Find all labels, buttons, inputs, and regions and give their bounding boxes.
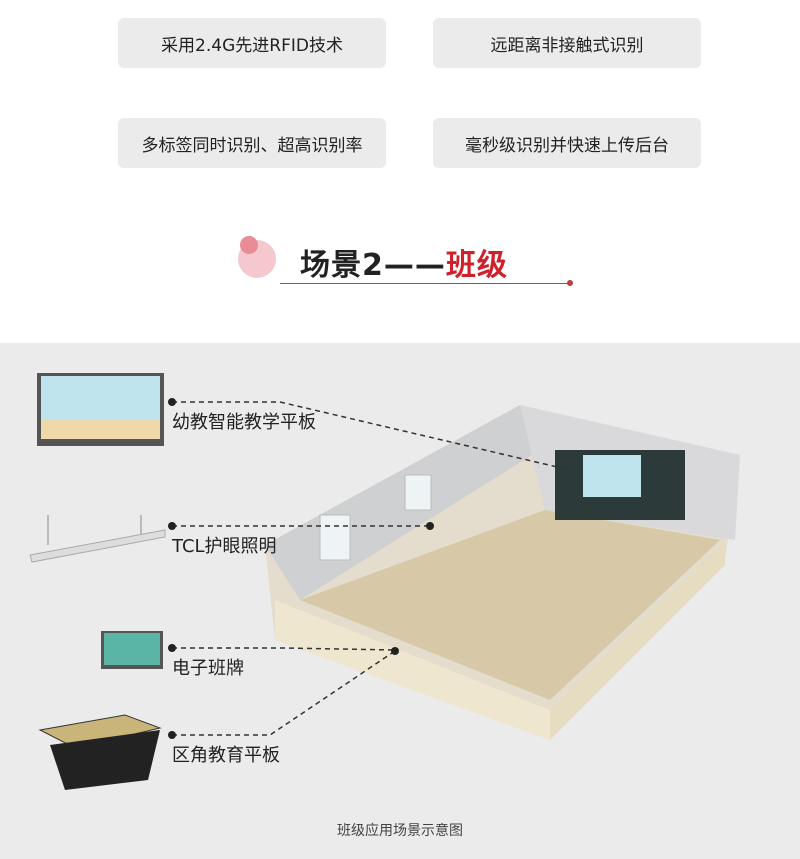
feature-multi-tag: 多标签同时识别、超高识别率: [118, 118, 386, 168]
classroom-room: [265, 405, 740, 740]
teaching-panel-icon: [37, 373, 164, 446]
feature-contactless: 远距离非接触式识别: [433, 18, 701, 68]
label-corner-panel: 区角教育平板: [172, 745, 280, 766]
feature-millisecond: 毫秒级识别并快速上传后台: [433, 118, 701, 168]
caption: 班级应用场景示意图: [337, 823, 463, 839]
label-class-board: 电子班牌: [172, 658, 244, 679]
corner-table-icon: [38, 714, 162, 790]
title-underline-dot: [567, 280, 573, 286]
leader-dots: [168, 398, 434, 739]
label-teaching-panel: 幼教智能教学平板: [172, 412, 316, 433]
section-title: 场景2——班级: [300, 248, 508, 283]
class-board-icon: [101, 631, 163, 669]
decor-dot-icon: [240, 236, 258, 254]
leader-lines: [172, 401, 571, 736]
eye-care-light-icon: [29, 515, 166, 563]
feature-rfid: 采用2.4G先进RFID技术: [118, 18, 386, 68]
label-eye-care-light: TCL护眼照明: [172, 536, 277, 557]
title-underline: [280, 283, 570, 284]
